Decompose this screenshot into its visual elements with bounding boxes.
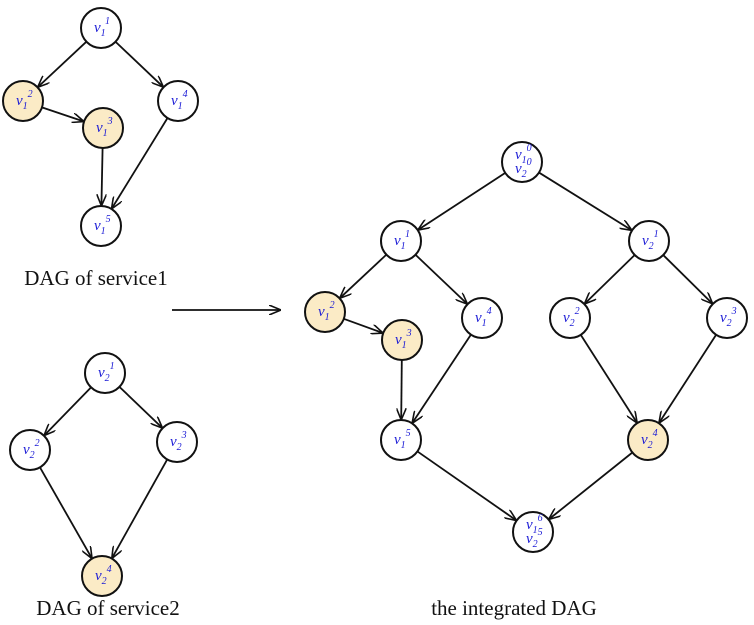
edge-in23-in24 [659,334,717,423]
edge-s2n2-s2n4 [39,466,92,557]
node-label: v14 [475,306,492,329]
edge-in11-in12 [340,253,387,298]
node-in12: v12 [304,291,346,333]
node-label: v11 [94,16,110,39]
edge-s1n3-s1n5 [101,147,102,205]
caption-service1: DAG of service1 [24,266,167,290]
node-s1n4: v14 [157,80,199,122]
node-circle [9,429,51,471]
node-label: v25 [526,527,543,550]
edge-in14-in15 [413,334,472,423]
edge-s1n1-s1n4 [114,41,163,87]
edge-s2n3-s2n4 [112,459,169,557]
node-circle [380,220,422,262]
node-label: v16 [526,513,543,536]
node-s2n1: v21 [84,352,126,394]
node-label: v24 [95,564,112,587]
node-label: v22 [23,438,40,461]
node-label: v10 [515,143,532,166]
node-circle [80,7,122,49]
node-label: v11 [394,229,410,252]
node-in22: v22 [549,297,591,339]
node-label: v15 [94,214,111,237]
node-label: v23 [720,306,737,329]
edge-in11-in14 [414,254,466,304]
node-circle [80,205,122,247]
node-s2n3: v23 [156,421,198,463]
node-circle [157,80,199,122]
node-in14: v14 [461,297,503,339]
node-circle [627,419,669,461]
edge-in15-in6 [416,450,515,520]
node-label: v21 [642,229,659,252]
edge-s1n1-s1n2 [38,41,88,87]
node-circle [381,319,423,361]
node-label: v15 [394,428,411,451]
edge-in22-in24 [580,334,637,422]
node-label: v22 [563,306,580,329]
node-s1n3: v13 [82,107,124,149]
edge-in0-in11 [419,172,506,230]
node-circle [82,107,124,149]
edge-in21-in22 [585,254,636,303]
node-circle [380,419,422,461]
node-in13: v13 [381,319,423,361]
edge-s1n4-s1n5 [112,117,169,208]
node-label: v24 [641,428,658,451]
node-s1n1: v11 [80,7,122,49]
node-circle [84,352,126,394]
node-circle [461,297,503,339]
node-circle [501,141,543,183]
node-in23: v23 [706,297,748,339]
node-label: v12 [318,300,335,323]
node-s2n2: v22 [9,429,51,471]
node-circle [549,297,591,339]
edges-layer [38,41,717,558]
node-label: v13 [395,328,412,351]
node-circle [628,220,670,262]
node-label: v21 [98,361,115,384]
node-circle [156,421,198,463]
node-in21: v21 [628,220,670,262]
caption-integrated: the integrated DAG [431,596,597,620]
node-label: v23 [170,430,187,453]
node-in11: v11 [380,220,422,262]
edge-in13-in15 [401,359,402,419]
edge-in0-in21 [538,171,631,230]
edge-in12-in13 [343,317,382,333]
node-circle [2,80,44,122]
node-circle [512,511,554,553]
edge-s1n2-s1n3 [41,106,83,121]
node-circle [304,291,346,333]
edge-s2n1-s2n2 [45,386,92,435]
caption-service2: DAG of service2 [36,596,179,620]
node-circle [81,555,123,597]
node-label: v20 [515,157,532,180]
node-label: v12 [16,89,33,112]
edge-in21-in23 [662,254,712,303]
node-in24: v24 [627,419,669,461]
edge-s2n1-s2n3 [118,386,161,428]
node-s2n4: v24 [81,555,123,597]
edge-in24-in6 [549,451,633,518]
node-in15: v15 [380,419,422,461]
node-s1n2: v12 [2,80,44,122]
node-circle [706,297,748,339]
node-label: v13 [96,116,113,139]
node-label: v14 [171,89,188,112]
node-s1n5: v15 [80,205,122,247]
